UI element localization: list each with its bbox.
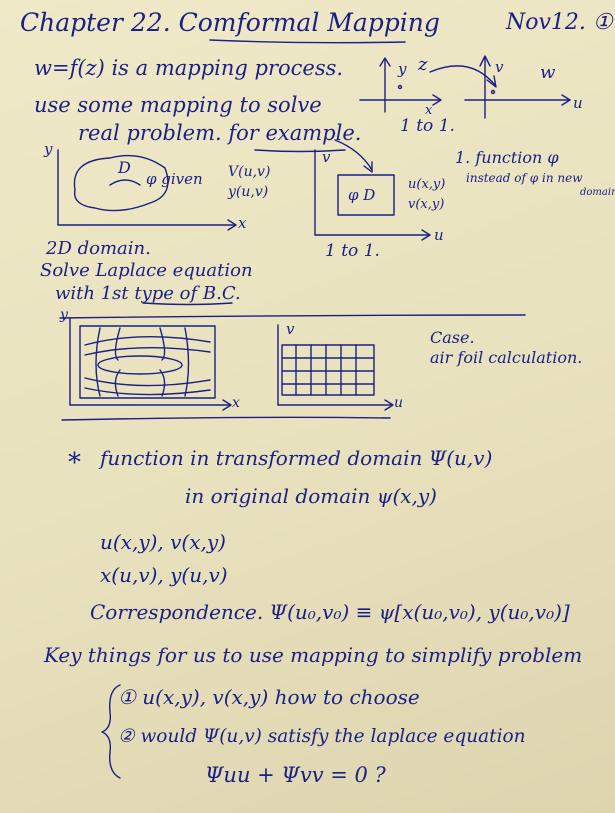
example-arrow-head (363, 161, 373, 173)
underline-example (254, 149, 346, 153)
grid-right-v-label: v (286, 320, 295, 338)
ex-map-y: y(u,v) (228, 184, 269, 200)
top-z-label: z (418, 54, 428, 75)
cross-line-3 (159, 327, 166, 361)
grid-left-y-label: y (60, 307, 68, 323)
airfoil-shape (97, 355, 183, 375)
ex-right-u-arrow (421, 229, 431, 241)
grid-right-u-label: u (394, 395, 404, 411)
ex-left-x-label: x (238, 214, 247, 232)
ex-given-label: φ given (146, 170, 203, 188)
stream-line-1 (84, 335, 211, 346)
w-axis-arrow (479, 55, 491, 67)
w-point (490, 89, 496, 95)
ex-left-x-arrow (227, 219, 237, 231)
cross-line-4 (184, 327, 190, 397)
grid-left-x-label: x (232, 395, 240, 411)
top-v-label: v (495, 58, 504, 76)
title-underline (209, 39, 406, 44)
top-u-label: u (573, 94, 583, 112)
intro-line-3: real problem. for example. (78, 121, 362, 145)
top-w-label: w (540, 62, 556, 83)
ex-region-label: D (118, 158, 131, 177)
z-axis-h-arrow (432, 94, 442, 106)
key-things-line: Key things for us to use mapping to simp… (44, 643, 583, 667)
region-d-inner (109, 179, 141, 186)
top-y-label: y (398, 60, 407, 78)
cross-line-1 (95, 327, 101, 397)
xy-line: x(u,v), y(u,v) (100, 563, 228, 587)
items-brace (101, 684, 121, 779)
intro-line-2: use some mapping to solve (34, 93, 322, 117)
cross-line-5 (114, 369, 121, 397)
cross-line-6 (159, 369, 166, 397)
laplace-equation: Ψuu + Ψvv = 0 ? (205, 763, 386, 787)
mapping-arc-arrow (486, 75, 497, 88)
grid-left-box (79, 325, 216, 399)
case-line-1: Case. (430, 328, 475, 347)
ex-left-y-label: y (44, 140, 53, 158)
stream-line-2 (84, 346, 211, 356)
domain-line-1: 2D domain. (46, 238, 151, 259)
note-line-2: instead of φ in new (466, 171, 583, 185)
page-title: Chapter 22. Comformal Mapping (20, 8, 440, 37)
grid-right-u-arrow (384, 399, 394, 411)
w-axis-h-arrow (561, 94, 571, 106)
ex-v-xy: v(x,y) (408, 197, 445, 212)
correspondence-line: Correspondence. Ψ(u₀,v₀) ≡ ψ[x(u₀,v₀), y… (90, 600, 570, 624)
stream-line-3 (84, 377, 211, 387)
ex-map-u: V(u,v) (228, 164, 271, 180)
uv-line: u(x,y), v(x,y) (100, 530, 226, 554)
z-axis-arrow (379, 57, 391, 67)
page-date: Nov12. ① (506, 10, 613, 35)
cross-line-2 (114, 327, 121, 361)
stream-line-4 (84, 387, 211, 396)
mapping-arc (429, 65, 496, 86)
ex-inner-label: φ D (348, 186, 376, 204)
note-line-1: 1. function φ (455, 148, 559, 167)
item-2: ② would Ψ(u,v) satisfy the laplace equat… (118, 726, 526, 747)
grid-left-x-arrow (222, 399, 232, 411)
domain-line-3: with 1st type of B.C. (55, 283, 241, 304)
grid-right-box (281, 344, 375, 396)
underline-bc (142, 302, 233, 306)
ex-caption: 1 to 1. (325, 241, 380, 261)
star-marker: * (68, 448, 81, 478)
case-line-2: air foil calculation. (430, 348, 583, 367)
func-original: in original domain ψ(x,y) (185, 484, 437, 508)
separator-line-1 (59, 314, 526, 319)
func-transformed: function in transformed domain Ψ(u,v) (100, 446, 493, 470)
separator-line-2 (61, 416, 391, 421)
z-point (397, 84, 403, 90)
ex-right-v-label: v (322, 148, 331, 166)
ex-right-rect (337, 174, 395, 216)
note-line-3: domain (580, 187, 615, 198)
ex-right-u-label: u (434, 226, 444, 244)
top-x-label: x (425, 103, 433, 118)
top-caption: 1 to 1. (400, 116, 455, 136)
item-1: ① u(x,y), v(x,y) how to choose (118, 685, 420, 709)
example-arrow (334, 139, 373, 171)
intro-line-1: w=f(z) is a mapping process. (34, 56, 344, 80)
region-d-outline (73, 154, 169, 212)
ex-u-xy: u(x,y) (408, 177, 446, 192)
domain-line-2: Solve Laplace equation (40, 260, 253, 281)
